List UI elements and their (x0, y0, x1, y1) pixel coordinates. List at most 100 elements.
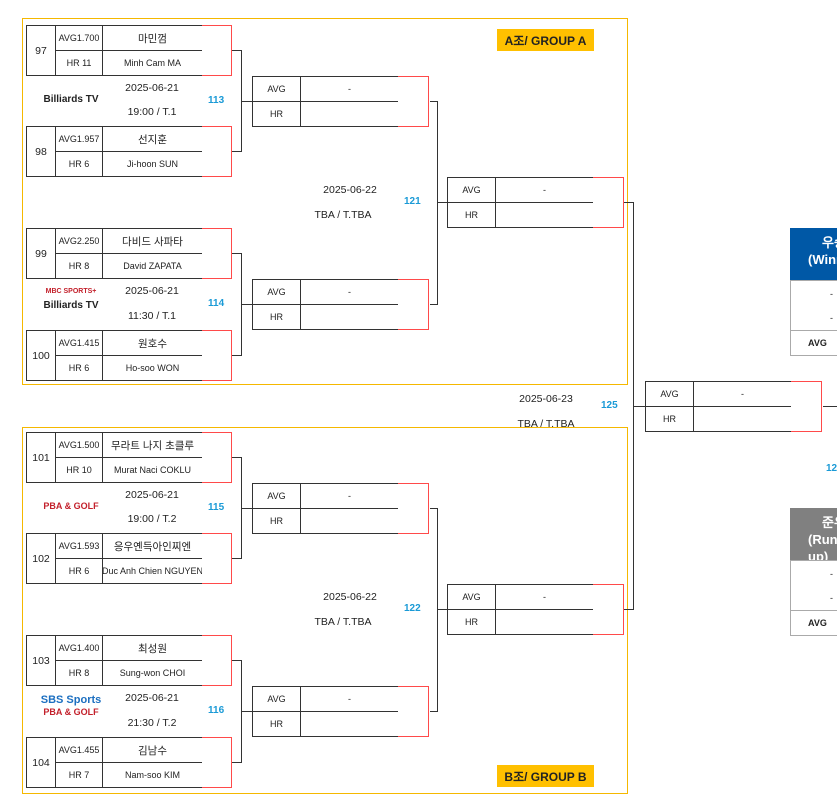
player-seed: 104 (26, 737, 56, 788)
connector-line (232, 253, 241, 254)
round2-box-score-box[interactable] (398, 75, 429, 127)
runner_up-row-1: - (790, 560, 837, 586)
round2-box-hr-label: HR (252, 507, 301, 534)
player-name-kr: 원호수 (102, 330, 203, 356)
player-hr: HR 7 (55, 762, 103, 788)
round3-box-value-2 (495, 202, 594, 229)
broadcaster-logo: PBA & GOLF (43, 500, 99, 511)
connector-line (823, 405, 837, 407)
round2-box-avg-label: AVG (252, 686, 301, 712)
connector-line (437, 202, 447, 204)
round2-box-score-box[interactable] (398, 482, 429, 534)
round2-box-value: - (300, 686, 399, 712)
round3-box-avg-label: AVG (447, 584, 496, 611)
player-name-en: Ho-soo WON (102, 355, 203, 381)
match-id: 122 (404, 603, 421, 615)
final-box-score-box[interactable] (791, 380, 822, 432)
winner-title: 우승 (822, 235, 837, 250)
player-name-kr: 무라트 나지 초클루 (102, 432, 203, 458)
player-name-en: Minh Cam MA (102, 50, 203, 76)
player-hr: HR 8 (55, 253, 103, 279)
connector-line (430, 711, 437, 712)
runner_up-row-2: - (790, 585, 837, 611)
player-name-en: Murat Naci COKLU (102, 457, 203, 483)
round2-box-score-box[interactable] (398, 279, 429, 330)
match-time: TBA / T.TBA (314, 616, 372, 629)
player-name-kr: 선지훈 (102, 126, 203, 152)
winner-row-1: - (790, 280, 837, 306)
final-box-avg-label: AVG (645, 380, 694, 407)
player-score-box[interactable] (202, 330, 232, 381)
match-time: 21:30 / T.2 (127, 717, 177, 729)
broadcaster-logo: Billiards TV (43, 93, 99, 105)
player-score-box[interactable] (202, 533, 232, 584)
player-name-en: Duc Anh Chien NGUYEN (102, 558, 203, 584)
match-id: 125 (601, 399, 618, 411)
player-score-box[interactable] (202, 25, 232, 76)
round3-box-avg-label: AVG (447, 177, 496, 204)
broadcaster-logo-top: SBS Sports (40, 694, 102, 706)
connector-line (232, 151, 241, 152)
match-date: 2025-06-21 (125, 692, 179, 704)
player-name-en: Ji-hoon SUN (102, 151, 203, 177)
player-avg: AVG1.500 (55, 432, 103, 458)
connector-line (241, 711, 252, 712)
player-name-kr: 마민껌 (102, 25, 203, 51)
player-score-box[interactable] (202, 228, 232, 279)
connector-line (633, 405, 645, 407)
player-name-kr: 김남수 (102, 737, 203, 763)
player-name-kr: 다비드 사파타 (102, 228, 203, 254)
player-hr: HR 11 (55, 50, 103, 76)
player-avg: AVG1.593 (55, 533, 103, 559)
round2-box-hr-label: HR (252, 304, 301, 330)
round3-box-score-box[interactable] (593, 177, 624, 229)
round2-box-value: - (300, 279, 399, 305)
match-id: 115 (208, 501, 225, 513)
player-hr: HR 10 (55, 457, 103, 483)
connector-line (624, 202, 633, 204)
player-avg: AVG1.700 (55, 25, 103, 51)
connector-line (241, 507, 252, 509)
broadcaster-logo-top: MBC SPORTS+ (45, 288, 97, 295)
player-hr: HR 6 (55, 355, 103, 381)
round3-box-score-box[interactable] (593, 584, 624, 636)
round2-box-score-box[interactable] (398, 686, 429, 737)
runner_up-avg-label: AVG (790, 610, 837, 636)
round3-box-hr-label: HR (447, 202, 496, 229)
round3-box-value: - (495, 584, 594, 611)
match-date: 2025-06-21 (125, 489, 179, 501)
round2-box-avg-label: AVG (252, 279, 301, 305)
player-name-kr: 응우옌득아인찌엔 (102, 533, 203, 559)
group-a-label: A조/ GROUP A (497, 29, 594, 51)
connector-line (430, 100, 437, 102)
player-score-box[interactable] (202, 432, 232, 483)
connector-line (241, 304, 252, 305)
winner-row-2: - (790, 305, 837, 331)
player-name-en: Sung-won CHOI (102, 660, 203, 686)
player-name-en: David ZAPATA (102, 253, 203, 279)
player-hr: HR 6 (55, 558, 103, 584)
match-time: TBA / T.TBA (314, 209, 372, 222)
final-box-value-2 (693, 405, 792, 432)
match-time: 19:00 / T.2 (127, 513, 177, 525)
player-seed: 98 (26, 126, 56, 177)
runner_up-header: 준우승(Runner-up) (790, 508, 837, 564)
connector-line (232, 762, 241, 763)
match-id: 114 (208, 298, 225, 309)
round2-box-value: - (300, 75, 399, 102)
winner-subtitle: (Winner) (808, 252, 837, 267)
player-name-en: Nam-soo KIM (102, 762, 203, 788)
connector-line (430, 304, 437, 305)
player-hr: HR 8 (55, 660, 103, 686)
player-score-box[interactable] (202, 635, 232, 686)
next-match-id: 12 (826, 463, 837, 474)
connector-line (241, 100, 252, 102)
winner-header: 우승 (Winner) (790, 228, 837, 280)
runner_up-title: 준우승 (822, 515, 837, 530)
round2-box-value-2 (300, 304, 399, 330)
connector-line (437, 609, 447, 611)
player-score-box[interactable] (202, 737, 232, 788)
player-score-box[interactable] (202, 126, 232, 177)
match-date: 2025-06-23 (519, 392, 573, 405)
match-time: 19:00 / T.1 (127, 106, 177, 118)
